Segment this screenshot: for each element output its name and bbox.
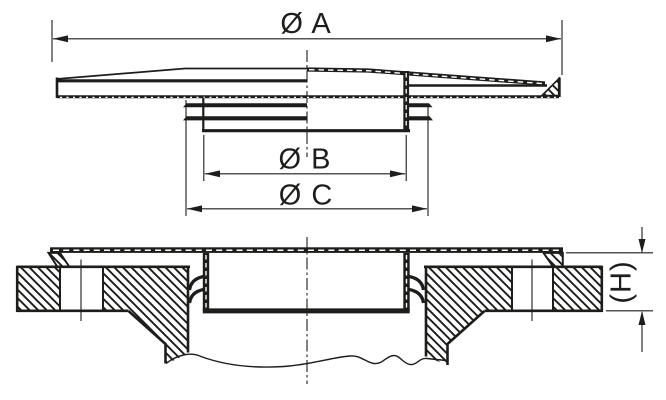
funnel-left-outline xyxy=(127,267,190,364)
arrowhead-c-right xyxy=(412,205,427,213)
label-diameter-c: Ø C xyxy=(279,180,334,212)
barb-ring-lower-left xyxy=(183,116,307,121)
cap-rim-wedge-right xyxy=(541,251,564,268)
extension-lines-h xyxy=(566,252,653,312)
cap-top-cone-left xyxy=(56,67,307,80)
bolt-hole-edges-left xyxy=(59,267,104,311)
label-installed-height: (H) xyxy=(606,260,638,303)
top-view-side-elevation xyxy=(55,50,561,157)
flange-right-outer-block xyxy=(553,267,602,311)
funnel-right-outline xyxy=(424,267,486,365)
bottom-view-installed-section xyxy=(15,237,604,384)
extension-lines-b xyxy=(203,135,407,181)
barb-stub-lower-right xyxy=(409,116,433,121)
cap-rim-wedge-left xyxy=(46,251,72,268)
arrowhead-b-left xyxy=(205,170,220,178)
cap-rim-wedge-section xyxy=(540,76,560,97)
dimension-installed-height: (H) xyxy=(566,227,653,352)
flange-right-funnel xyxy=(426,267,512,365)
barb-stub-upper-right xyxy=(409,103,433,108)
barb-right-lower xyxy=(408,287,426,304)
arrowhead-a-left xyxy=(53,35,68,43)
bolt-hole-edges-right xyxy=(511,267,554,311)
arrowhead-b-right xyxy=(390,170,405,178)
arrowhead-h-top xyxy=(638,239,646,253)
label-diameter-b: Ø B xyxy=(279,144,332,176)
arrowhead-c-left xyxy=(187,205,202,213)
dimension-diameter-a: Ø A xyxy=(51,8,563,75)
barb-left-upper xyxy=(187,274,204,291)
arrowhead-a-right xyxy=(546,35,561,43)
label-diameter-a: Ø A xyxy=(280,8,331,40)
barb-ring-upper-left xyxy=(183,103,307,108)
arrowhead-h-bottom xyxy=(638,311,646,325)
extension-lines-c xyxy=(185,100,429,216)
flange-left-funnel xyxy=(103,267,188,364)
dimension-diameter-b: Ø B xyxy=(203,135,407,181)
break-line xyxy=(165,353,447,368)
extension-lines-a xyxy=(51,20,563,75)
flange-outer-edges xyxy=(15,265,604,312)
dimension-diameter-c: Ø C xyxy=(185,100,429,216)
cap-disc-section xyxy=(50,247,563,253)
barb-left-lower xyxy=(187,287,204,304)
barb-right-upper xyxy=(408,274,426,291)
flange-left-outer-block xyxy=(17,267,60,311)
